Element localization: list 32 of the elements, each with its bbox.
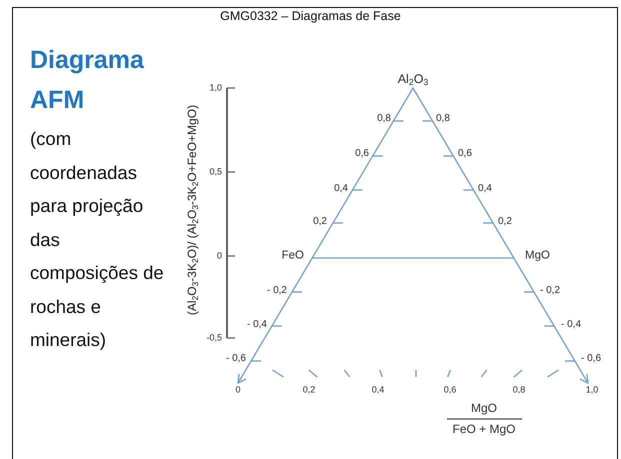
heading: Diagrama AFM: [30, 45, 145, 116]
x-tick-label: 1,0: [586, 386, 598, 394]
scale-label: 0,2: [313, 217, 327, 227]
scale-label: 0,8: [436, 114, 450, 124]
scale-label: 0,6: [458, 149, 472, 159]
y-tick-label: 1,0: [209, 84, 222, 92]
scale-label: - 0,2: [540, 286, 560, 296]
scale-label: - 0,2: [266, 286, 287, 296]
slide-header: GMG0332 – Diagramas de Fase: [219, 9, 402, 23]
scale-label: 0,2: [498, 217, 512, 227]
scale-label: 0,4: [478, 184, 492, 194]
component-label: FeO: [282, 250, 304, 262]
x-tick-label: 0,2: [302, 386, 316, 394]
x-tick-label: 0,6: [444, 386, 456, 394]
scale-label: 0,8: [377, 114, 391, 124]
component-label: Al$_{2}$O$_{3}$: [398, 72, 428, 86]
x-tick-label: 0,4: [372, 386, 384, 394]
scale-label: 0,6: [355, 149, 369, 159]
y-tick-label: 0,5: [209, 168, 222, 176]
scale-label: - 0,6: [581, 354, 602, 364]
component-label: MgO: [525, 250, 550, 262]
y-tick-label: -0,5: [206, 334, 222, 342]
x-tick-label: 0: [236, 386, 240, 394]
description-text: (com coordenadas para projeção das composições de rochas e minerais): [30, 127, 165, 352]
y-tick-label: 0: [216, 252, 222, 260]
scale-label: 0,4: [334, 184, 348, 194]
scale-label: - 0,4: [246, 320, 267, 330]
component-label: MgO: [471, 402, 497, 414]
component-label: FeO + MgO: [452, 423, 516, 435]
scale-label: - 0,4: [561, 320, 582, 330]
scale-label: - 0,6: [226, 354, 246, 364]
x-tick-label: 0,8: [512, 386, 526, 394]
